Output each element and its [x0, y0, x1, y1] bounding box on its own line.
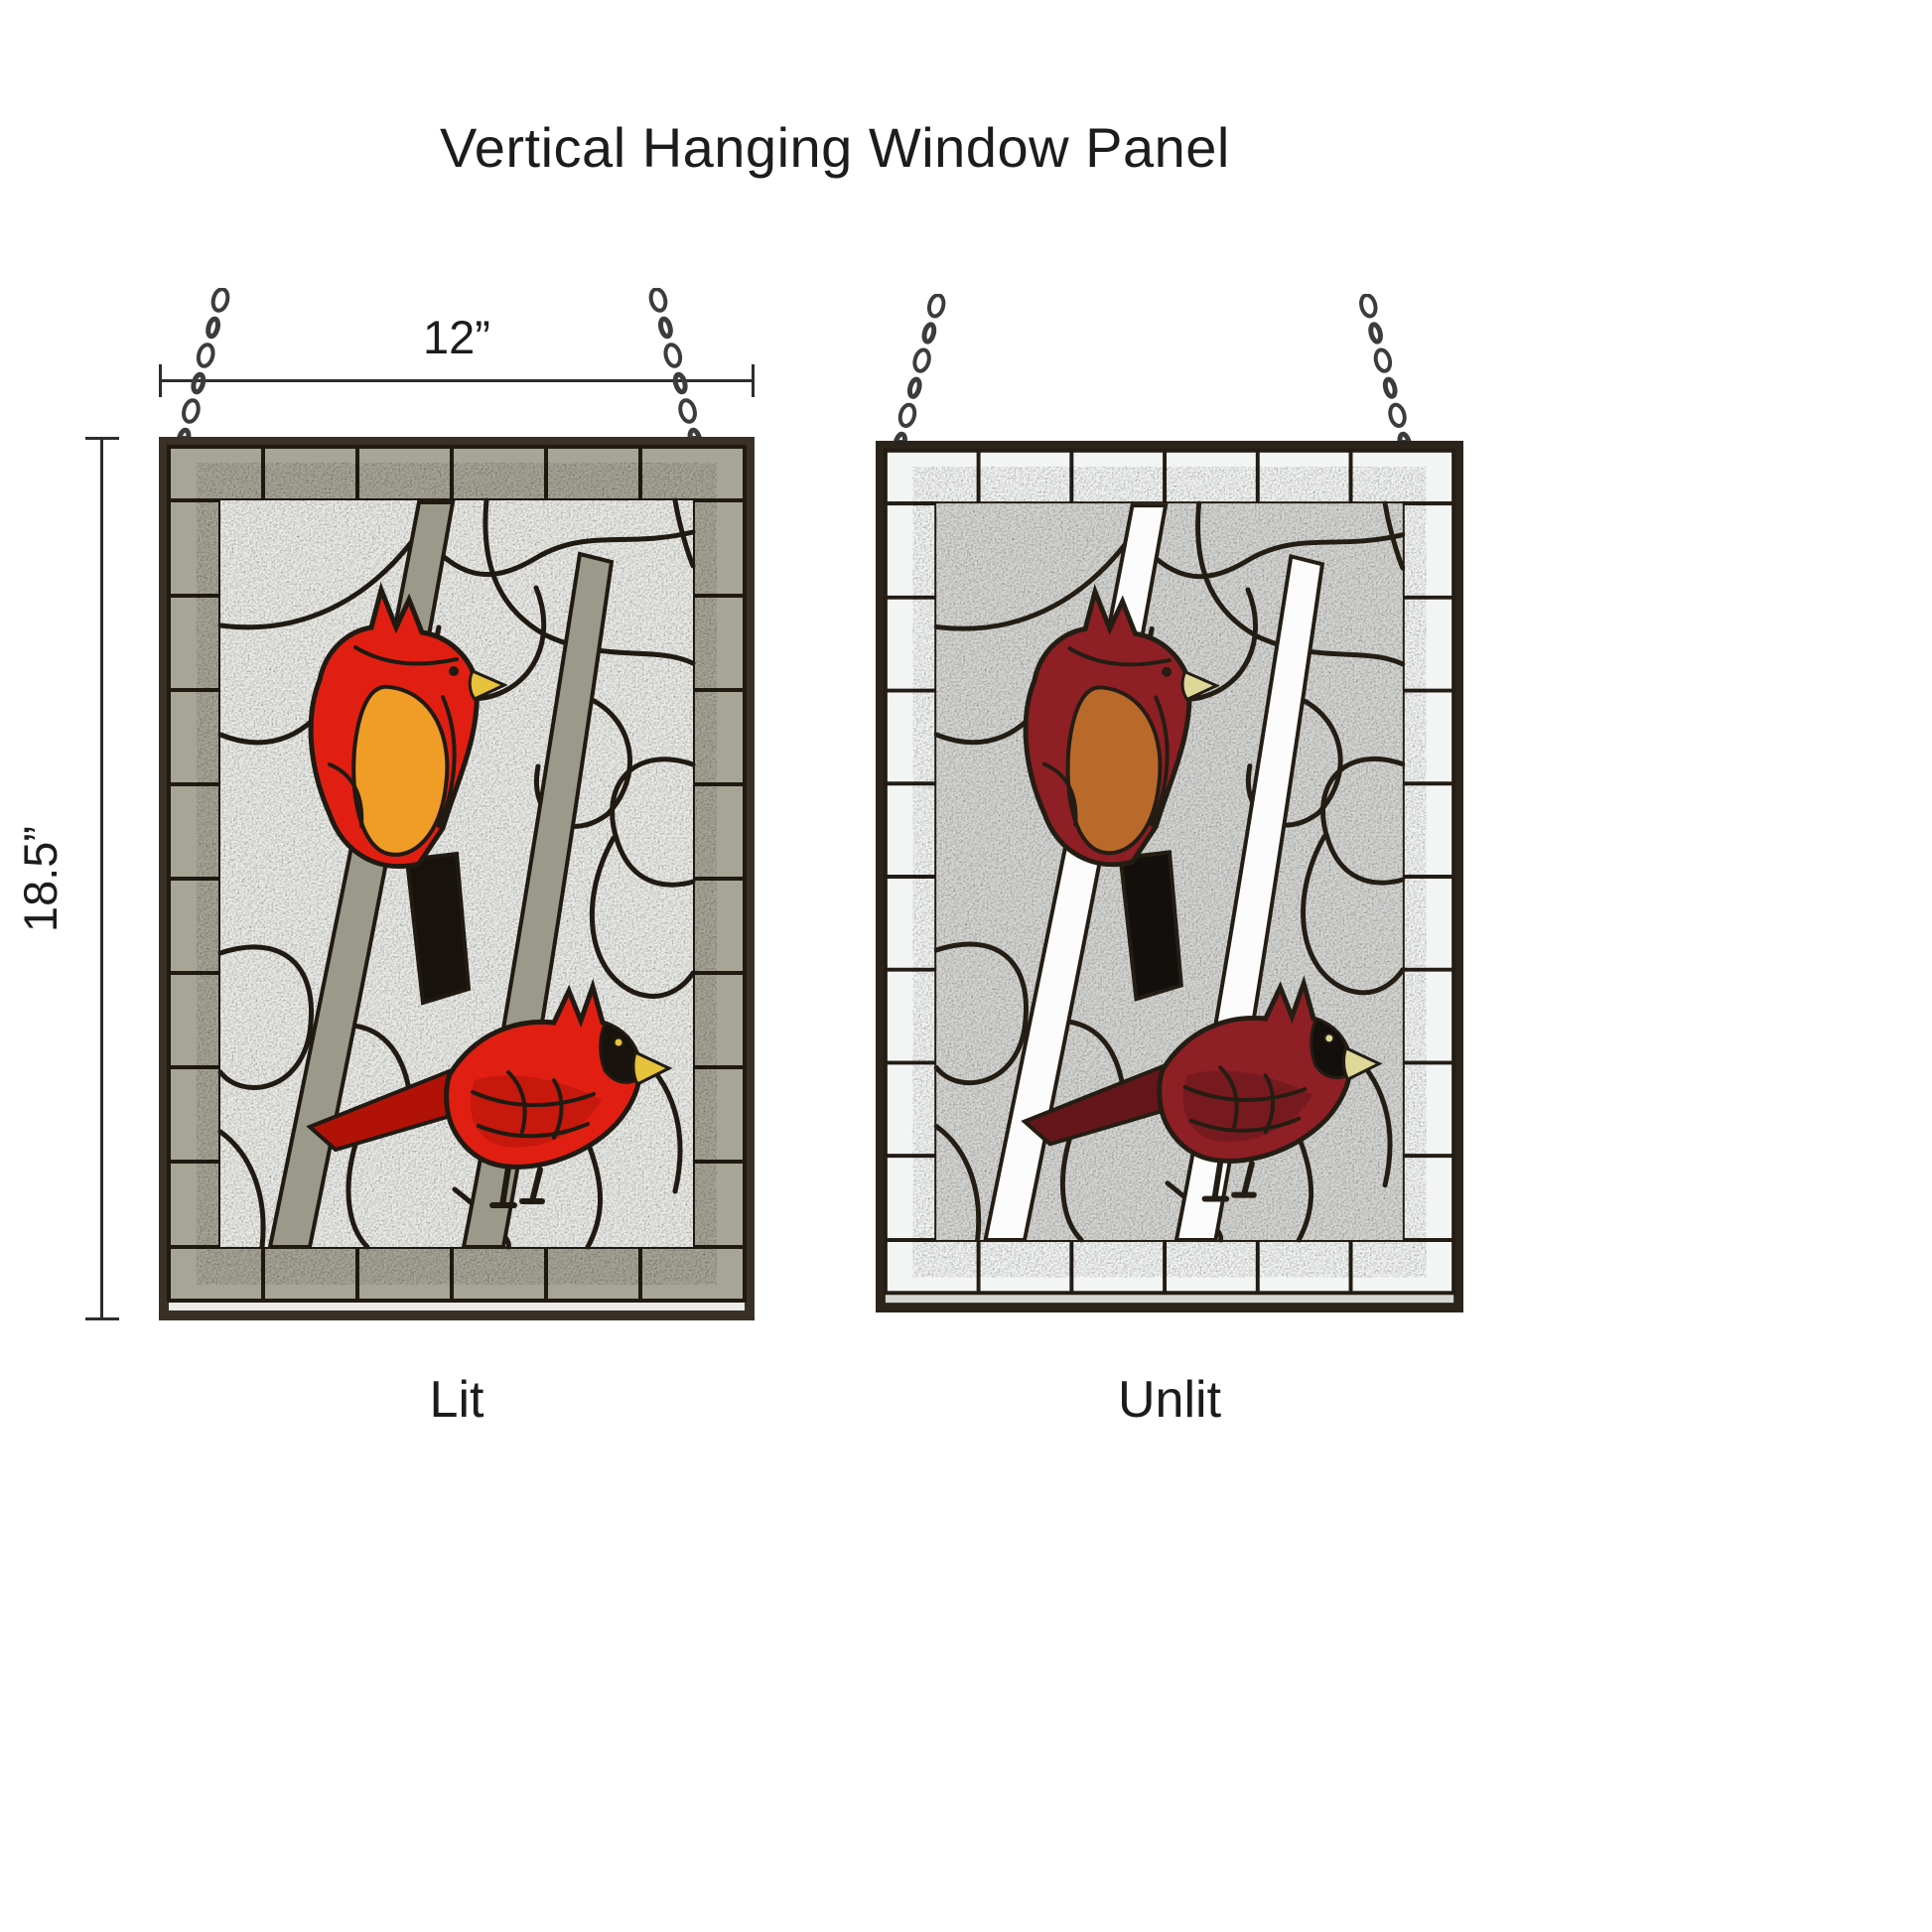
height-dimension: 18.5” — [15, 437, 121, 1320]
cardinal-upper — [1023, 584, 1220, 1002]
panel-caption-lit: Lit — [429, 1371, 484, 1429]
hanging-chain-left — [893, 294, 946, 455]
panel-artwork — [876, 294, 1463, 1312]
lower-bird-legs — [1201, 1159, 1257, 1202]
upper-bird-belly — [1065, 685, 1163, 856]
upper-bird-eye — [1162, 666, 1172, 677]
hanging-chain-right — [1359, 294, 1413, 455]
width-dimension: 12” — [159, 311, 755, 403]
height-dimension-label: 18.5” — [14, 825, 68, 932]
page-title: Vertical Hanging Window Panel — [440, 116, 1230, 179]
hanging-chain-left — [176, 288, 230, 451]
height-dimension-tick-bottom — [85, 1317, 119, 1320]
panel-artwork — [159, 288, 755, 1320]
height-dimension-tick-top — [85, 437, 119, 440]
width-dimension-tick-right — [752, 364, 755, 397]
panel-caption-unlit: Unlit — [1117, 1371, 1222, 1429]
upper-bird-beak — [468, 669, 508, 701]
upper-bird-tail — [1118, 850, 1183, 1002]
lower-bird-eye — [1323, 1033, 1335, 1044]
glass-border — [167, 445, 747, 1303]
stained-glass-panel-lit — [159, 288, 755, 1320]
upper-bird-beak — [1180, 669, 1220, 702]
upper-bird-eye — [449, 666, 459, 676]
width-dimension-label: 12” — [423, 311, 490, 363]
cardinal-lower — [306, 978, 673, 1208]
lower-bird-mask — [1310, 1017, 1350, 1080]
stained-glass-panel-unlit — [876, 294, 1463, 1312]
lower-bird-eye — [613, 1036, 624, 1048]
upper-bird-tail — [404, 851, 472, 1006]
cardinal-lower — [1021, 975, 1383, 1202]
upper-bird-belly — [351, 684, 450, 857]
lower-bird-mask — [599, 1021, 639, 1084]
hanging-chain-right — [648, 288, 703, 451]
cardinal-upper — [308, 581, 508, 1006]
width-dimension-line — [159, 379, 755, 382]
lower-bird-beak — [1342, 1045, 1383, 1082]
lower-bird-beak — [631, 1049, 673, 1087]
height-dimension-label-wrap: 18.5” — [4, 437, 77, 1320]
height-dimension-line — [100, 437, 103, 1320]
lower-bird-legs — [489, 1165, 545, 1208]
width-dimension-tick-left — [159, 364, 162, 397]
